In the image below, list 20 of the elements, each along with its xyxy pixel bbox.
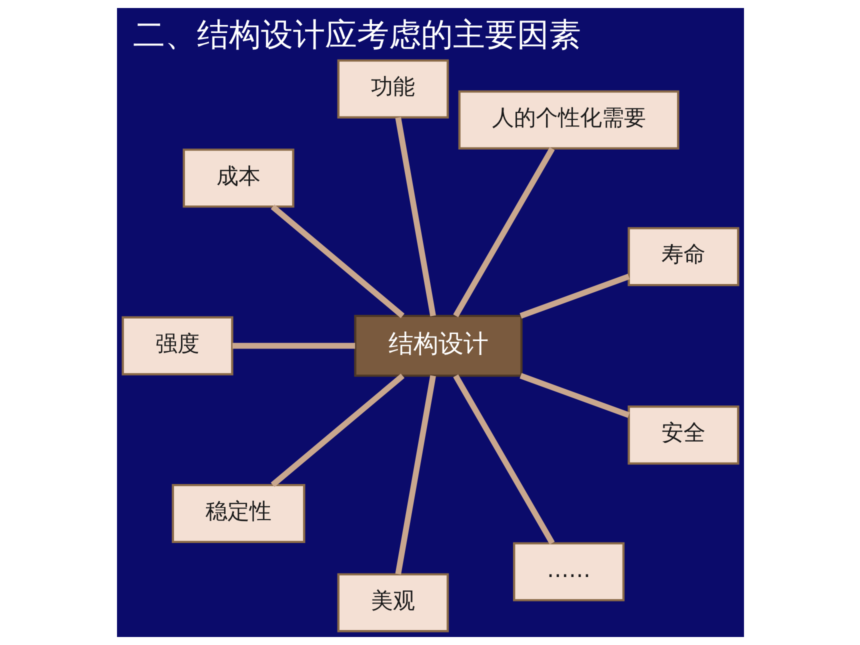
node-box: 强度 xyxy=(121,316,233,376)
node-box: 稳定性 xyxy=(171,484,305,544)
connector xyxy=(452,147,554,318)
node-box: 美观 xyxy=(336,573,448,632)
connector xyxy=(519,274,630,319)
node-box: 寿命 xyxy=(627,227,739,286)
connector xyxy=(394,375,436,575)
connector xyxy=(270,204,404,318)
node-box: 人的个性化需要 xyxy=(458,90,679,150)
connector xyxy=(232,342,355,349)
node-box: 结构设计 xyxy=(354,314,522,377)
connector xyxy=(519,373,630,418)
node-box: 安全 xyxy=(627,406,739,465)
node-box: 功能 xyxy=(336,59,448,118)
connector xyxy=(394,117,436,316)
diagram-title: 二、结构设计应考虑的主要因素 xyxy=(132,15,580,54)
node-box: 成本 xyxy=(182,148,294,208)
node-box: …… xyxy=(512,542,624,602)
connector xyxy=(270,374,404,488)
connector xyxy=(452,374,554,544)
